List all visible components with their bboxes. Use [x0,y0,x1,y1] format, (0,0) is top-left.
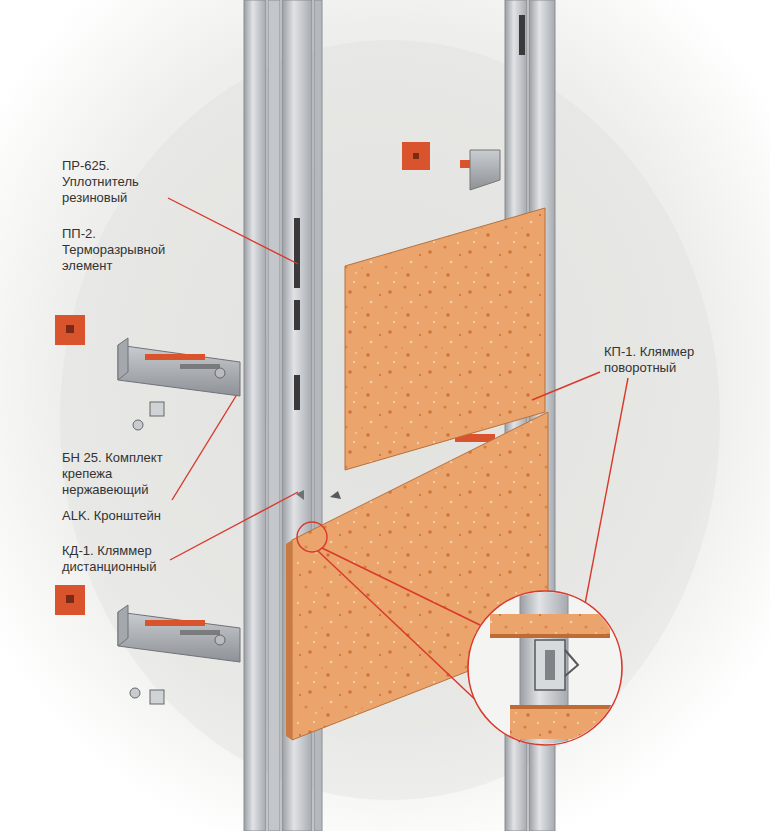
part-label: КП-1. Кляммер поворотный [604,344,716,376]
part-label: ПП-2. Терморазрывной элемент [62,226,177,274]
part-label: ПР-625. Уплотнитель резиновый [62,158,162,206]
part-label: БН 25. Комплект крепежа нержавеющий [62,450,174,498]
part-label: КД-1. Кляммер дистанционный [62,543,174,575]
part-label: ALK. Кронштейн [62,508,222,524]
